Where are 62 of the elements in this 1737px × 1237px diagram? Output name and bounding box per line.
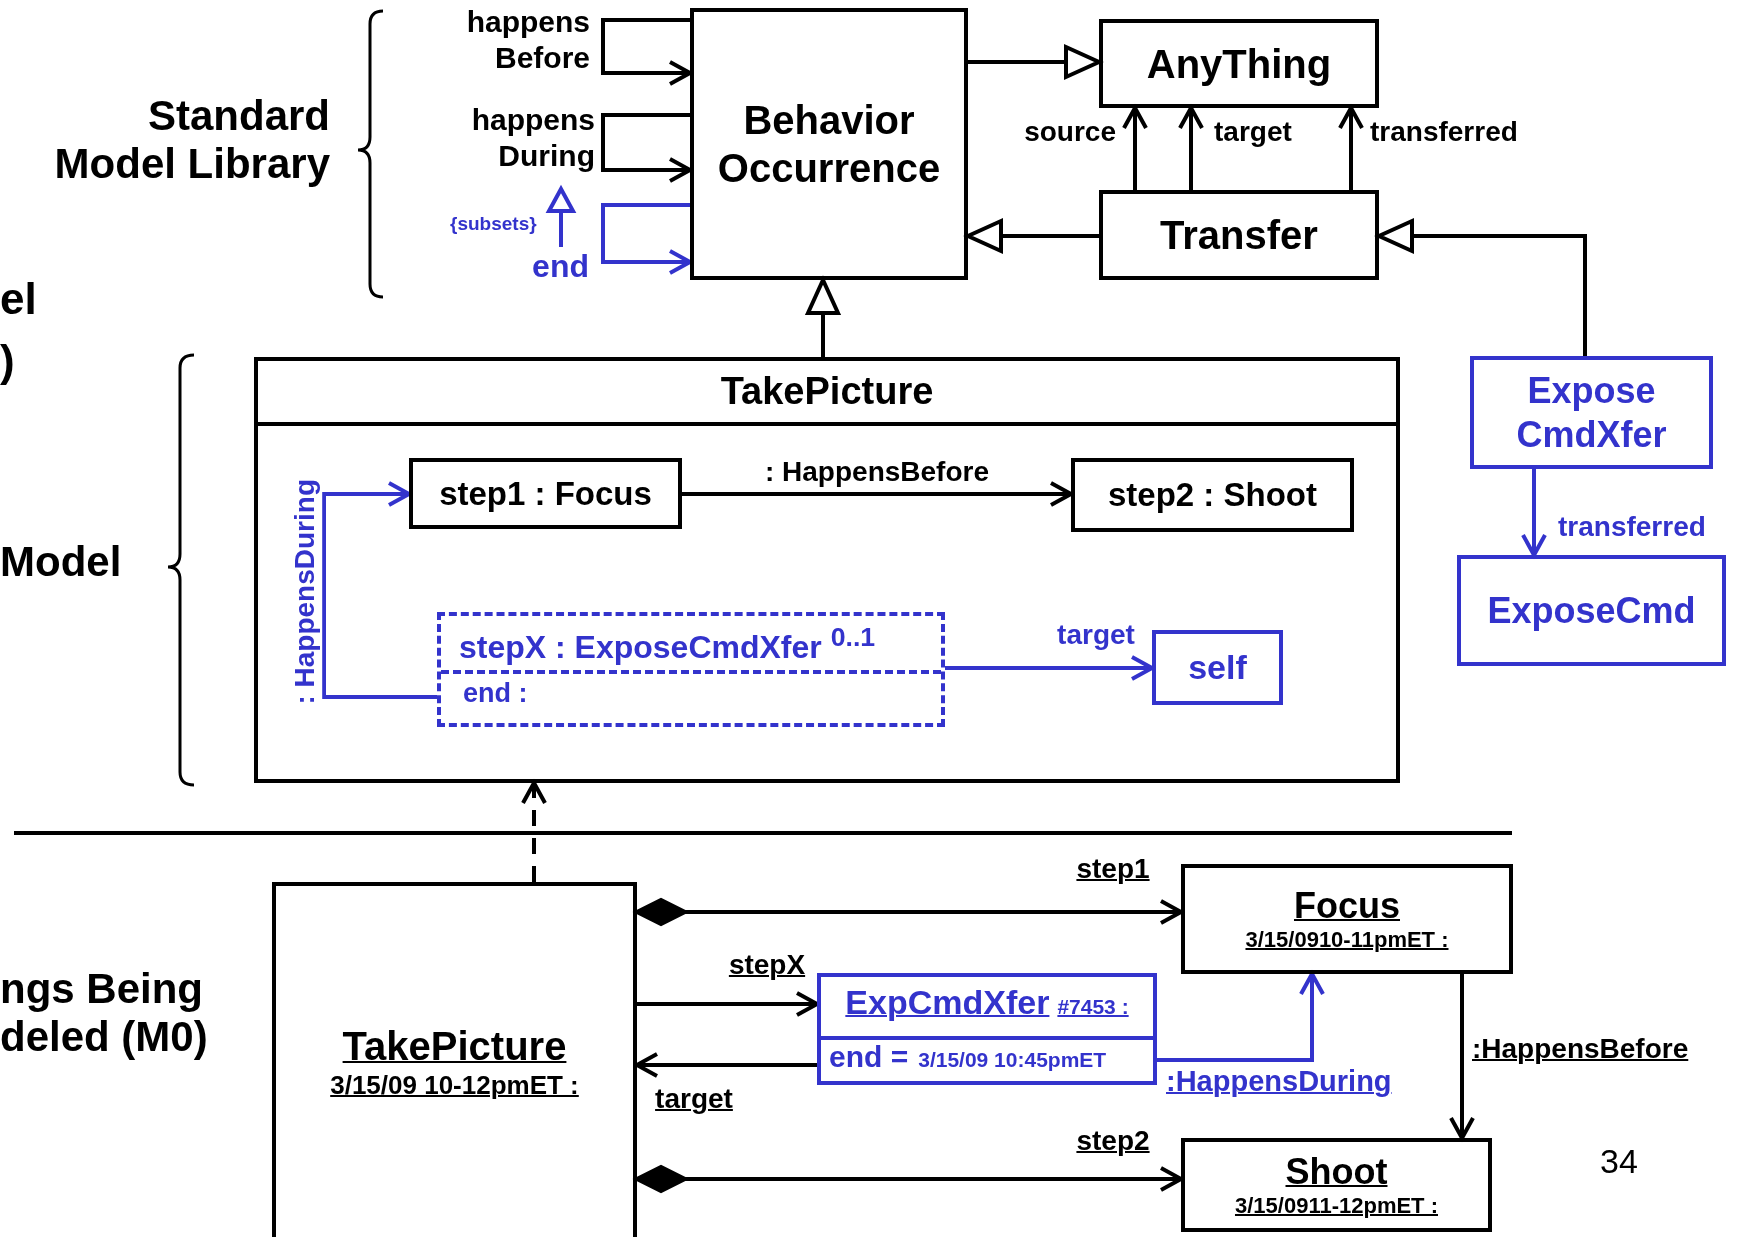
arrow bbox=[322, 481, 437, 699]
class-box bbox=[1099, 19, 1379, 108]
class-name: TakePicture bbox=[719, 369, 935, 414]
arrow bbox=[1521, 469, 1547, 557]
class-name: Behavior Occurrence bbox=[716, 97, 942, 192]
arrow bbox=[1157, 972, 1325, 1062]
instance-name: TakePicture bbox=[342, 1023, 567, 1071]
class-name: Expose CmdXfer bbox=[1515, 369, 1668, 456]
arrow bbox=[601, 18, 692, 86]
arrow bbox=[637, 991, 819, 1017]
arrow bbox=[601, 203, 692, 275]
arrow bbox=[968, 45, 1101, 79]
instance-name: Shoot bbox=[1285, 1150, 1388, 1194]
section-title: ) bbox=[0, 336, 16, 387]
constraint-label: {subsets} bbox=[450, 213, 538, 235]
arrow bbox=[635, 1165, 1183, 1193]
arrow bbox=[1449, 974, 1475, 1140]
section-title: Standard Model Library bbox=[53, 92, 330, 189]
part-name: stepX : ExposeCmdXfer $^{0..1}$ bbox=[459, 622, 876, 666]
instance-box bbox=[817, 973, 1157, 1085]
arrow bbox=[601, 113, 692, 183]
arrow bbox=[635, 1052, 817, 1078]
attribute-name: end = bbox=[829, 1040, 909, 1074]
instance-name: ExpCmdXfer bbox=[845, 983, 1050, 1022]
class-name: step2 : Shoot bbox=[1107, 475, 1318, 515]
arrow bbox=[1338, 106, 1364, 190]
part-box bbox=[437, 612, 945, 727]
arrow bbox=[1122, 106, 1148, 190]
class-box bbox=[690, 8, 968, 280]
dashed-arrow bbox=[521, 781, 547, 882]
arrow bbox=[966, 219, 1099, 253]
instance-name: Focus bbox=[1294, 884, 1400, 928]
instance-time: 3/15/0911-12pmET : bbox=[1235, 1193, 1438, 1220]
class-name: AnyThing bbox=[1145, 40, 1333, 88]
class-name: Transfer bbox=[1159, 212, 1319, 259]
class-name: step1 : Focus bbox=[438, 473, 653, 514]
part-box bbox=[1071, 458, 1354, 532]
arrow bbox=[1178, 106, 1204, 190]
page-number: 34 bbox=[1600, 1142, 1639, 1182]
section-title: ngs Being deled (M0) bbox=[0, 965, 209, 1062]
class-box bbox=[1457, 555, 1726, 666]
class-name: ExposeCmd bbox=[1486, 588, 1697, 633]
part-attribute: end : bbox=[463, 678, 528, 709]
instance-time: 3/15/0910-11pmET : bbox=[1245, 927, 1449, 954]
class-box bbox=[1470, 356, 1713, 469]
section-title: el bbox=[0, 274, 38, 325]
arrow bbox=[682, 481, 1073, 507]
class-name: self bbox=[1187, 647, 1248, 688]
part-box bbox=[1152, 630, 1283, 705]
arrow bbox=[945, 655, 1154, 681]
arrow bbox=[1377, 219, 1587, 356]
class-box bbox=[1099, 190, 1379, 280]
section-title: Model bbox=[0, 538, 123, 587]
arrow bbox=[635, 898, 1183, 926]
part-box bbox=[409, 458, 682, 529]
arrow bbox=[806, 278, 840, 357]
instance-box bbox=[272, 882, 637, 1237]
attribute-value: 3/15/09 10:45pmET bbox=[918, 1048, 1107, 1072]
instance-box bbox=[1181, 864, 1513, 974]
instance-time: 3/15/09 10-12pmET : bbox=[330, 1070, 579, 1102]
instance-id: #7453 : bbox=[1057, 995, 1129, 1019]
instance-box bbox=[1181, 1138, 1492, 1232]
